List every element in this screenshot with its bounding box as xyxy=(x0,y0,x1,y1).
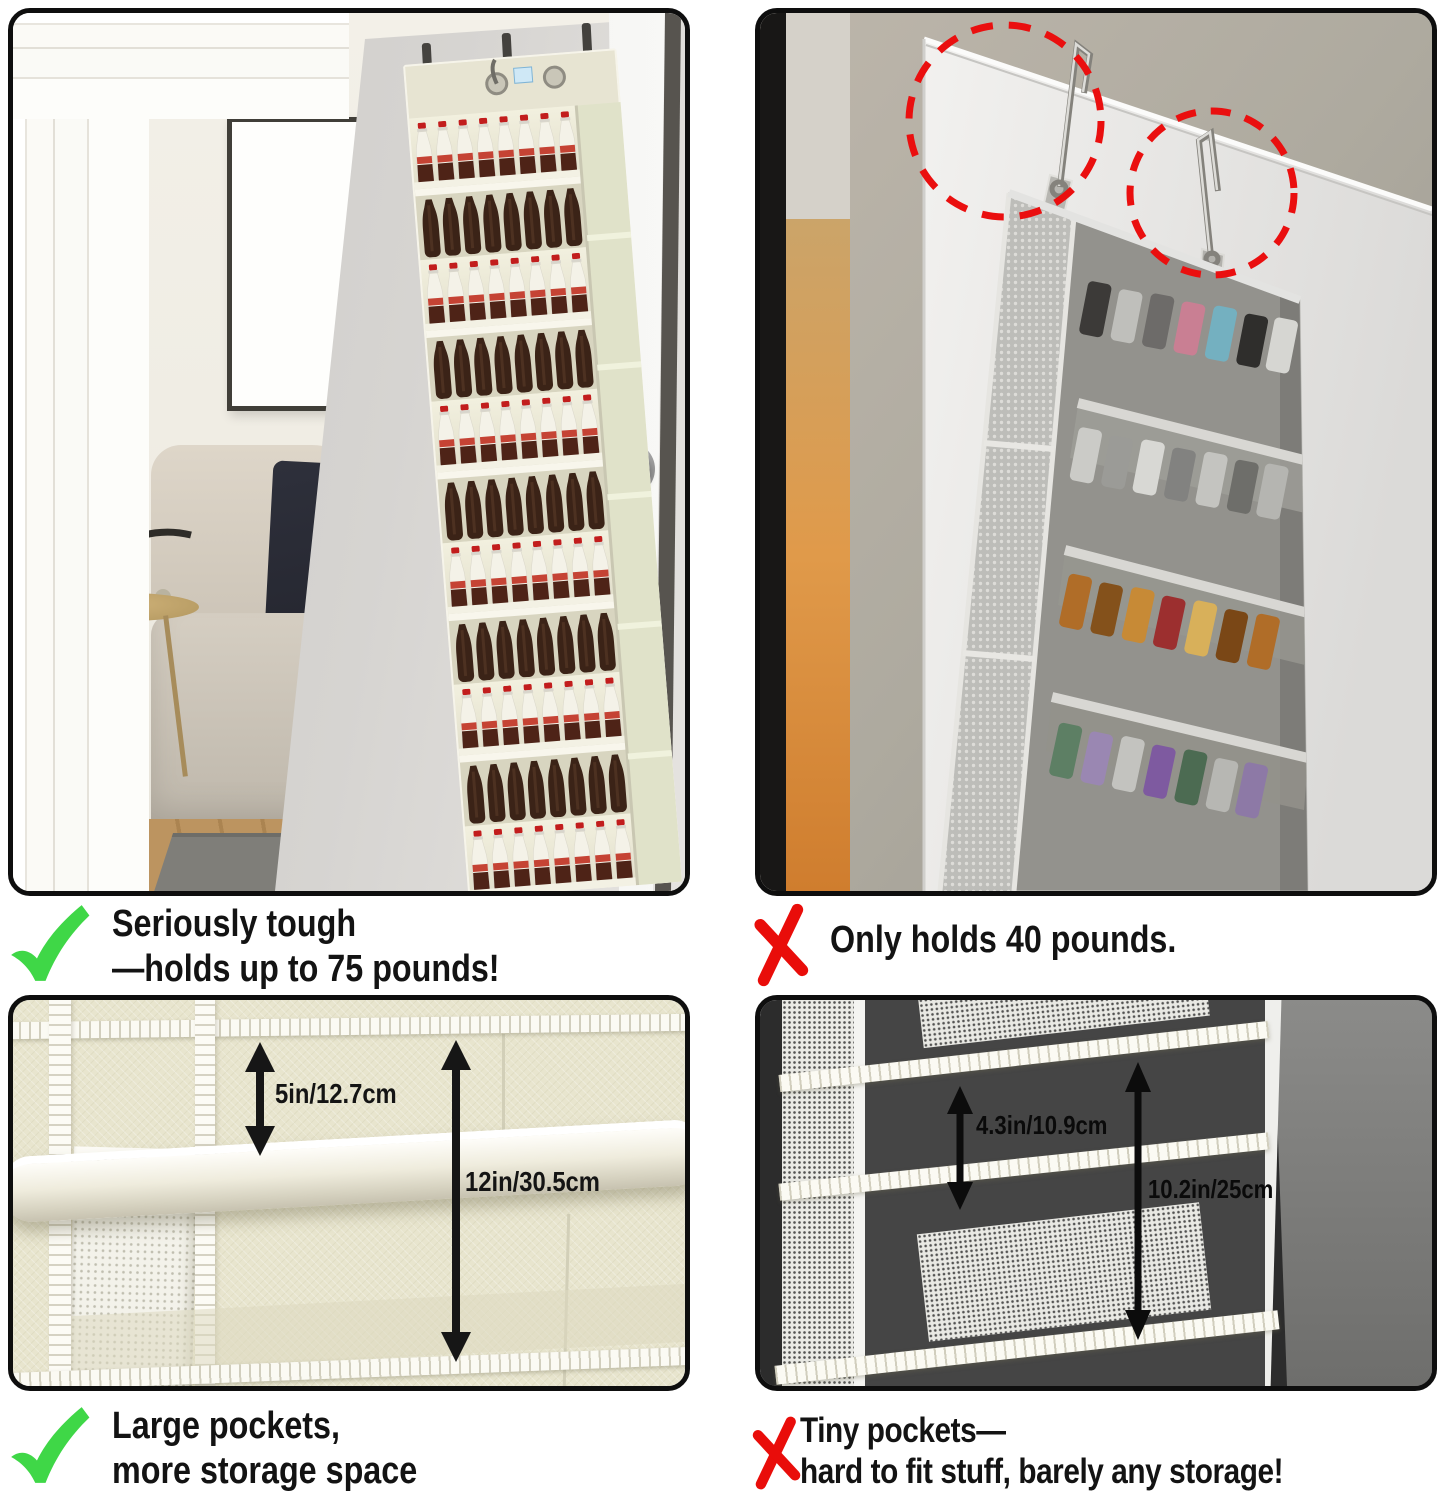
caption-text: Only holds 40 pounds. xyxy=(830,919,1177,961)
check-icon xyxy=(11,1407,90,1483)
vertical-trim xyxy=(854,1000,865,1386)
photo-competitor-organizer-door xyxy=(755,8,1437,896)
cross-icon xyxy=(752,1416,801,1490)
photo-competitor-pocket-closeup: 4.3in/10.9cm 10.2in/25cm xyxy=(755,995,1437,1391)
door-organizer-with-bottles xyxy=(403,48,682,891)
door-frame-left xyxy=(13,13,149,891)
tl-organizer-rows xyxy=(409,105,639,891)
door-frame-top xyxy=(13,13,349,119)
claim-competitor-pockets: Tiny pockets— hard to fit stuff, barely … xyxy=(752,1402,1442,1496)
measurement-label: 10.2in/25cm xyxy=(1148,1174,1274,1204)
hook-highlight-circle xyxy=(1126,107,1298,279)
grommet xyxy=(485,72,509,96)
photo-our-organizer-door xyxy=(8,8,690,896)
caption-text: Seriously tough —holds up to 75 pounds! xyxy=(112,903,500,990)
thin-wire-hook xyxy=(1195,127,1221,268)
measurement-label: 4.3in/10.9cm xyxy=(976,1110,1108,1140)
mesh-side xyxy=(940,193,1074,891)
cross-icon xyxy=(754,903,809,987)
caption-text: Tiny pockets— hard to fit stuff, barely … xyxy=(800,1411,1284,1491)
warm-lit-doorway xyxy=(786,219,850,891)
photo-our-pocket-closeup: 5in/12.7cm 12in/30.5cm xyxy=(8,995,690,1391)
competitor-scene xyxy=(760,13,1432,891)
door-frame-shadow xyxy=(760,13,786,891)
hook-highlight-circle xyxy=(905,21,1105,221)
check-icon xyxy=(11,905,90,981)
measure-arrows xyxy=(947,1062,1151,1340)
claim-our-strength: Seriously tough —holds up to 75 pounds! xyxy=(6,898,736,993)
wall-right xyxy=(1273,1000,1432,1386)
measurement-label: 5in/12.7cm xyxy=(275,1078,397,1109)
grommet xyxy=(542,65,566,89)
caption-text: Large pockets, more storage space xyxy=(112,1405,418,1492)
measure-arrows xyxy=(245,1040,471,1362)
measurement-label: 12in/30.5cm xyxy=(465,1166,600,1197)
claim-competitor-strength: Only holds 40 pounds. xyxy=(752,898,1442,993)
brand-label xyxy=(513,66,534,84)
organizer-shelves xyxy=(1046,273,1308,891)
claim-our-pockets: Large pockets, more storage space xyxy=(6,1396,736,1494)
back-seam xyxy=(502,1034,505,1148)
